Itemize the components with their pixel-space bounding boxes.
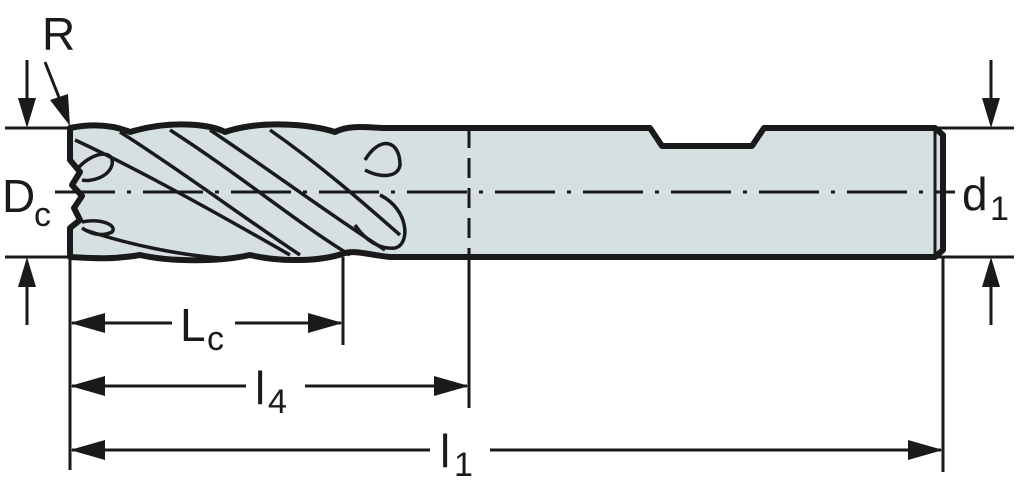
extension-lines	[5, 126, 1014, 472]
flute-3	[169, 128, 351, 257]
flute-1	[74, 138, 291, 257]
label-corner-radius: R	[42, 8, 75, 60]
flute-runout-bottom	[353, 193, 407, 250]
flute-runout-top	[363, 141, 402, 178]
label-overall-length: l	[440, 425, 450, 477]
label-shank-diameter-sub: 1	[990, 190, 1009, 228]
shank-diameter-dimension	[982, 60, 1000, 325]
label-cutting-length: L	[180, 299, 206, 351]
cutting-diameter-dimension	[18, 60, 36, 325]
label-usable-length-sub: 4	[268, 383, 287, 421]
end-tooth-top	[76, 152, 114, 183]
end-tooth-bottom	[81, 219, 115, 237]
label-usable-length: l	[255, 362, 265, 414]
label-cutting-length-sub: c	[207, 320, 224, 358]
radius-leader	[43, 61, 70, 126]
usable-length-dimension	[70, 376, 469, 396]
overall-length-dimension	[70, 440, 943, 460]
label-cutting-diameter: D	[2, 170, 35, 222]
flute-5	[268, 128, 402, 237]
label-cutting-diameter-sub: c	[34, 196, 51, 234]
flute-2	[119, 130, 301, 257]
label-overall-length-sub: 1	[454, 446, 473, 484]
cutting-length-dimension	[70, 313, 343, 333]
label-shank-diameter: d	[962, 168, 988, 220]
